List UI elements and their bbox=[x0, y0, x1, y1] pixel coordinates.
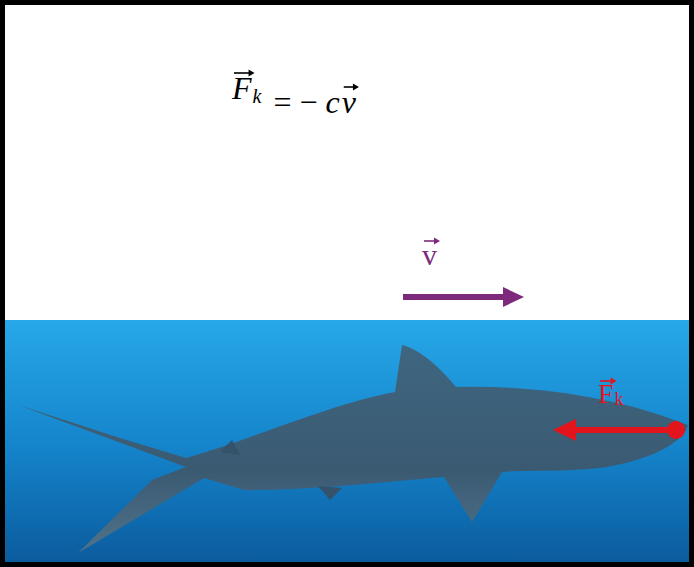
label-slot: k bbox=[253, 86, 262, 107]
shark-fin bbox=[318, 486, 342, 500]
formula-subscript: k bbox=[253, 86, 262, 106]
formula-symbol: c bbox=[326, 86, 340, 118]
frame bbox=[3, 3, 692, 565]
velocity-label: v bbox=[422, 240, 437, 270]
water bbox=[0, 320, 694, 567]
shark bbox=[18, 345, 688, 553]
force-arrowhead bbox=[553, 419, 576, 441]
label-slot: v bbox=[422, 240, 437, 270]
label-slot: F bbox=[598, 380, 614, 408]
formula-symbol: v bbox=[342, 86, 356, 118]
label-slot: F bbox=[232, 72, 252, 104]
force-label: F bbox=[598, 380, 614, 408]
label-slot: v bbox=[342, 86, 356, 118]
label-slot: c bbox=[326, 86, 340, 118]
force-subscript: k bbox=[615, 390, 624, 408]
label-slot: = − bbox=[273, 86, 317, 118]
formula-symbol: F bbox=[232, 72, 252, 104]
velocity-arrowhead bbox=[503, 287, 524, 307]
velocity-arrow bbox=[403, 294, 505, 300]
force-arrow bbox=[574, 427, 676, 433]
formula-operator: = − bbox=[273, 86, 317, 118]
force-dot bbox=[667, 421, 685, 439]
shark-fin bbox=[220, 440, 240, 455]
label-slot: k bbox=[615, 390, 624, 409]
